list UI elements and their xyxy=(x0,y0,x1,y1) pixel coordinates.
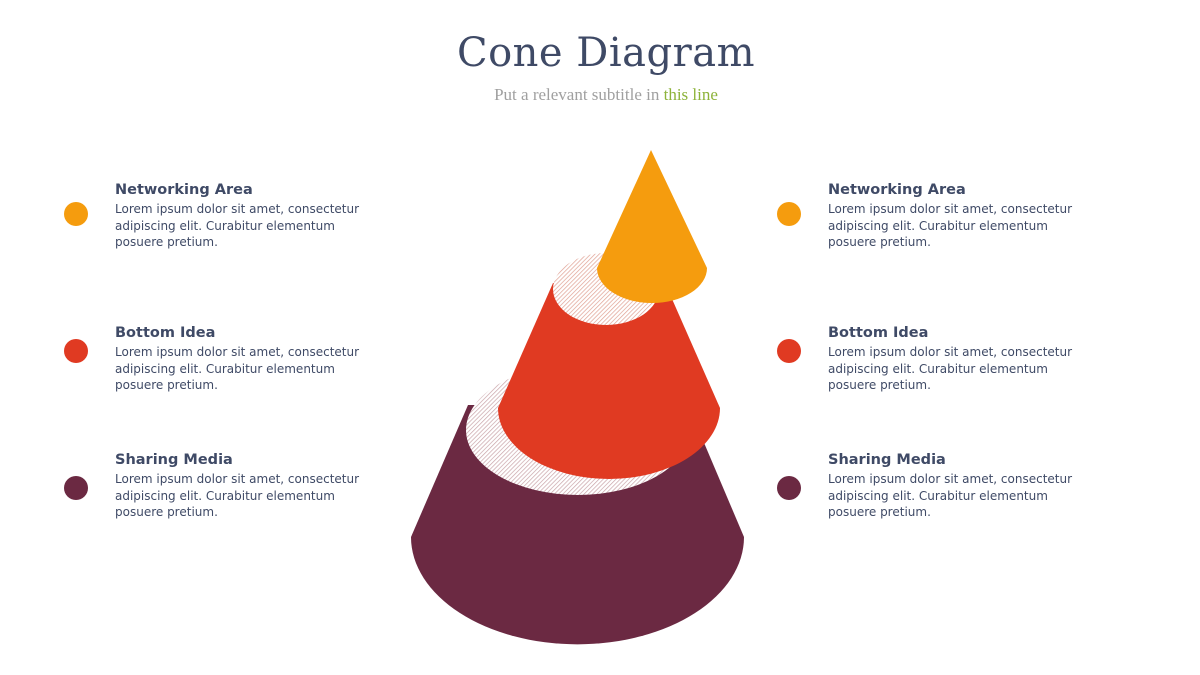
item-title: Bottom Idea xyxy=(115,325,216,341)
left-item-sharing-media: Sharing Media Lorem ipsum dolor sit amet… xyxy=(115,452,365,521)
item-text: Lorem ipsum dolor sit amet, consectetur … xyxy=(115,345,360,392)
item-text: Lorem ipsum dolor sit amet, consectetur … xyxy=(828,472,1073,519)
item-title: Networking Area xyxy=(115,182,253,198)
left-dot-sharing-media xyxy=(64,476,88,500)
item-text: Lorem ipsum dolor sit amet, consectetur … xyxy=(828,202,1073,249)
subtitle-accent: this line xyxy=(663,85,718,104)
left-item-bottom-idea: Bottom Idea Lorem ipsum dolor sit amet, … xyxy=(115,325,365,394)
left-dot-networking xyxy=(64,202,88,226)
page-title: Cone Diagram xyxy=(456,30,756,76)
item-title: Bottom Idea xyxy=(828,325,929,341)
right-dot-sharing-media xyxy=(777,476,801,500)
left-item-networking: Networking Area Lorem ipsum dolor sit am… xyxy=(115,182,365,251)
item-text: Lorem ipsum dolor sit amet, consectetur … xyxy=(115,202,360,249)
left-dot-bottom-idea xyxy=(64,339,88,363)
right-dot-bottom-idea xyxy=(777,339,801,363)
right-item-sharing-media: Sharing Media Lorem ipsum dolor sit amet… xyxy=(828,452,1078,521)
top-cone xyxy=(597,150,707,303)
right-item-bottom-idea: Bottom Idea Lorem ipsum dolor sit amet, … xyxy=(828,325,1078,394)
right-item-networking: Networking Area Lorem ipsum dolor sit am… xyxy=(828,182,1078,251)
subtitle-text: Put a relevant subtitle in xyxy=(494,85,664,104)
item-text: Lorem ipsum dolor sit amet, consectetur … xyxy=(115,472,360,519)
item-title: Sharing Media xyxy=(828,452,946,468)
right-dot-networking xyxy=(777,202,801,226)
item-text: Lorem ipsum dolor sit amet, consectetur … xyxy=(828,345,1073,392)
page-subtitle: Put a relevant subtitle in this line xyxy=(0,85,1200,105)
item-title: Networking Area xyxy=(828,182,966,198)
item-title: Sharing Media xyxy=(115,452,233,468)
